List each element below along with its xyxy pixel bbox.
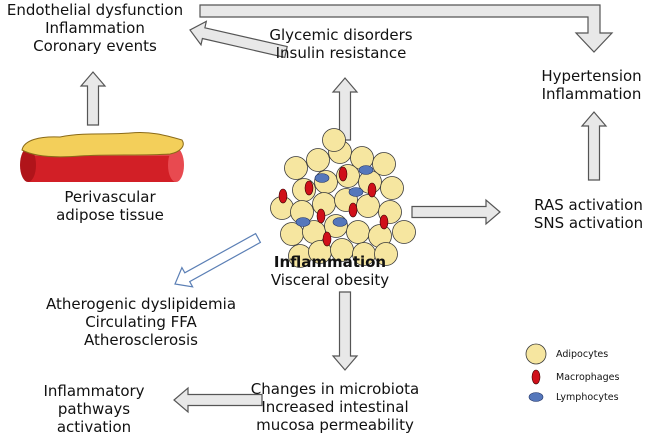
- adipocyte-icon: [356, 194, 380, 218]
- legend-macrophage-icon: [531, 369, 541, 385]
- legend-label-macrophages: Macrophages: [556, 372, 620, 383]
- macrophage-icon: [322, 231, 332, 247]
- node-endothelial-line-2: Inflammation: [45, 19, 145, 37]
- adipocyte-cluster: [270, 128, 416, 268]
- arrow-glycemic-to-endothelial-icon: [189, 20, 288, 59]
- arrow-left-to-inflammatory-icon: [173, 386, 263, 414]
- macrophage-icon: [304, 180, 314, 196]
- node-atherogenic-line-3: Atherosclerosis: [84, 331, 198, 349]
- perivascular-fat-layer: [21, 132, 184, 158]
- adipocyte-icon: [306, 148, 330, 172]
- perivascular-vessel-illustration: [20, 132, 184, 182]
- node-ras-line-1: RAS activation: [534, 196, 643, 214]
- lymphocyte-icon: [314, 173, 330, 183]
- node-glycemic: Glycemic disorders Insulin resistance: [246, 26, 436, 62]
- arrow-top-connector-to-hypertension-icon: [199, 4, 614, 53]
- node-center: Inflammation Visceral obesity: [260, 253, 400, 289]
- node-glycemic-line-1: Glycemic disorders: [269, 26, 413, 44]
- macrophage-icon: [338, 166, 348, 182]
- center-subtitle: Visceral obesity: [270, 271, 390, 289]
- node-ras-line-2: SNS activation: [533, 214, 644, 232]
- node-hypertension-line-1: Hypertension: [541, 67, 642, 85]
- node-atherogenic-line-2: Circulating FFA: [85, 313, 197, 331]
- legend-label-adipocytes: Adipocytes: [556, 349, 609, 360]
- node-atherogenic: Atherogenic dyslipidemia Circulating FFA…: [16, 295, 266, 349]
- node-inflammatory-line-1: Inflammatory: [43, 382, 145, 400]
- node-endothelial: Endothelial dysfunction Inflammation Cor…: [0, 1, 190, 55]
- arrow-up-perivascular-icon: [79, 71, 107, 126]
- arrow-to-atherogenic-icon: [174, 232, 262, 288]
- macrophage-icon: [367, 182, 377, 198]
- arrow-right-to-ras-icon: [411, 198, 501, 226]
- node-microbiota-line-3: mucosa permeability: [256, 416, 414, 434]
- node-ras: RAS activation SNS activation: [524, 196, 653, 232]
- legend-icons: [525, 343, 547, 402]
- node-endothelial-line-3: Coronary events: [33, 37, 157, 55]
- node-glycemic-line-2: Insulin resistance: [275, 44, 407, 62]
- arrows-layer: [79, 4, 614, 414]
- macrophage-icon: [348, 202, 358, 218]
- lymphocyte-icon: [348, 187, 364, 197]
- adipocyte-icon: [322, 128, 346, 152]
- macrophage-icon: [278, 188, 288, 204]
- adipocyte-icon: [346, 220, 370, 244]
- node-perivascular-line-2: adipose tissue: [56, 206, 164, 224]
- node-hypertension: Hypertension Inflammation: [530, 67, 653, 103]
- adipocyte-icon: [380, 176, 404, 200]
- adipocyte-icon: [372, 152, 396, 176]
- node-microbiota-line-2: Increased intestinal: [261, 398, 409, 416]
- macrophage-icon: [316, 208, 326, 224]
- center-title: Inflammation: [273, 253, 387, 271]
- legend-label-lymphocytes: Lymphocytes: [556, 392, 619, 403]
- lymphocyte-icon: [295, 217, 311, 227]
- node-atherogenic-line-1: Atherogenic dyslipidemia: [45, 295, 237, 313]
- adipocyte-icon: [392, 220, 416, 244]
- node-inflammatory: Inflammatory pathways activation: [26, 382, 162, 436]
- node-inflammatory-line-3: activation: [56, 418, 132, 436]
- lymphocyte-icon: [358, 165, 374, 175]
- vessel-left-end: [20, 148, 36, 182]
- node-endothelial-line-1: Endothelial dysfunction: [6, 1, 184, 19]
- node-inflammatory-line-2: pathways: [57, 400, 131, 418]
- node-hypertension-line-2: Inflammation: [541, 85, 642, 103]
- arrow-up-to-hypertension-icon: [580, 111, 608, 181]
- node-perivascular-line-1: Perivascular: [64, 188, 156, 206]
- node-perivascular: Perivascular adipose tissue: [30, 188, 190, 224]
- legend-adipocyte-icon: [525, 343, 547, 365]
- adipocyte-icon: [284, 156, 308, 180]
- arrow-down-to-microbiota-icon: [331, 291, 359, 371]
- node-microbiota-line-1: Changes in microbiota: [250, 380, 420, 398]
- vessel-right-end: [168, 148, 184, 182]
- lymphocyte-icon: [332, 217, 348, 227]
- legend-lymphocyte-icon: [528, 392, 544, 402]
- adipocyte-icon: [374, 242, 398, 266]
- macrophage-icon: [379, 214, 389, 230]
- node-microbiota: Changes in microbiota Increased intestin…: [240, 380, 430, 434]
